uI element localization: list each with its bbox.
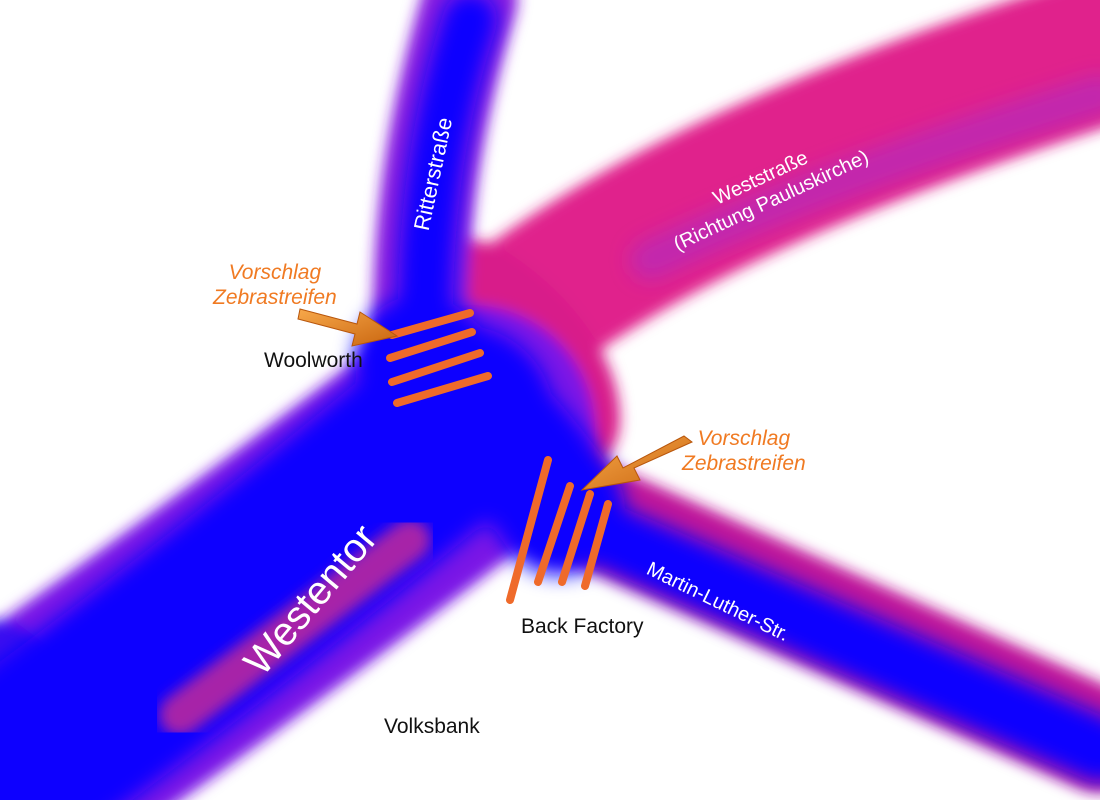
proposal-arrow-2 (580, 435, 693, 491)
crosswalk-ritterstrasse (386, 309, 492, 407)
crosswalk-stripe (581, 500, 612, 590)
crosswalk-stripe (388, 309, 474, 339)
crosswalk-stripe (393, 372, 492, 407)
landmark-volksbank: Volksbank (384, 715, 480, 738)
landmark-back-factory: Back Factory (521, 615, 644, 638)
weststrasse-core-tint (630, 75, 1100, 280)
ritterstrasse-core (397, 0, 498, 358)
landmark-woolworth: Woolworth (264, 349, 363, 372)
junction-core (355, 295, 625, 575)
proposal-label-line2: Zebrastreifen (682, 452, 806, 476)
crosswalk-stripe (506, 456, 552, 604)
crosswalk-stripe (534, 482, 574, 586)
proposal-label-1: Vorschlag Zebrastreifen (213, 260, 337, 310)
crosswalk-stripe (558, 490, 594, 586)
proposal-label-2: Vorschlag Zebrastreifen (682, 426, 806, 476)
crosswalk-stripe (386, 328, 476, 362)
arrow-icon (580, 435, 693, 491)
crosswalk-martin-luther (506, 456, 612, 604)
martin-luther-core (537, 487, 1100, 783)
proposal-label-line2: Zebrastreifen (213, 286, 337, 310)
crosswalk-stripe (388, 349, 484, 386)
proposal-label-line1: Vorschlag (697, 427, 791, 450)
proposal-arrow-1 (297, 308, 399, 347)
arrow-icon (297, 308, 399, 347)
westentor-core (0, 325, 555, 800)
westentor-median (159, 519, 431, 736)
weststrasse-road (425, 0, 1100, 405)
proposal-label-line1: Vorschlag (228, 261, 322, 284)
